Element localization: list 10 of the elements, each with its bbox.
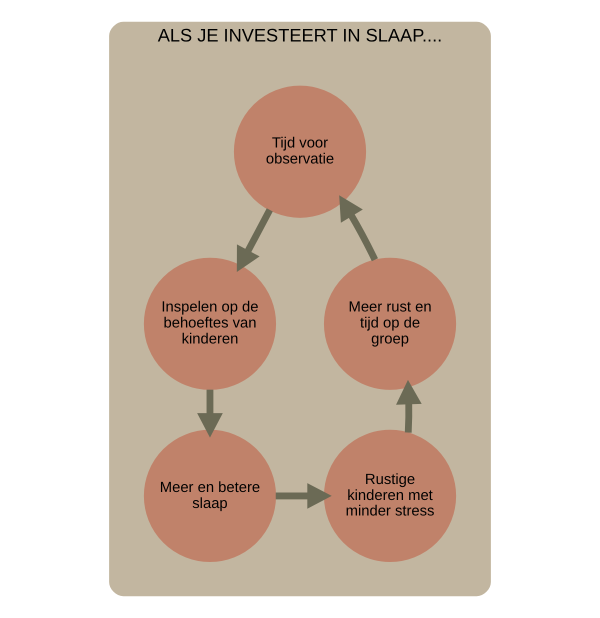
arrow [276, 483, 332, 509]
arrow [396, 380, 422, 433]
node-circle: Tijd voor observatie [234, 86, 366, 218]
node-circle: Rustige kinderen met minder stress [324, 430, 456, 562]
node-circle: Meer en betere slaap [144, 430, 276, 562]
node-circle: Meer rust en tijd op de groep [324, 258, 456, 390]
node-circle: Inspelen op de behoeftes van kinderen [144, 258, 276, 390]
arrow [339, 195, 378, 262]
arrow [236, 208, 273, 272]
arrow [197, 390, 223, 438]
